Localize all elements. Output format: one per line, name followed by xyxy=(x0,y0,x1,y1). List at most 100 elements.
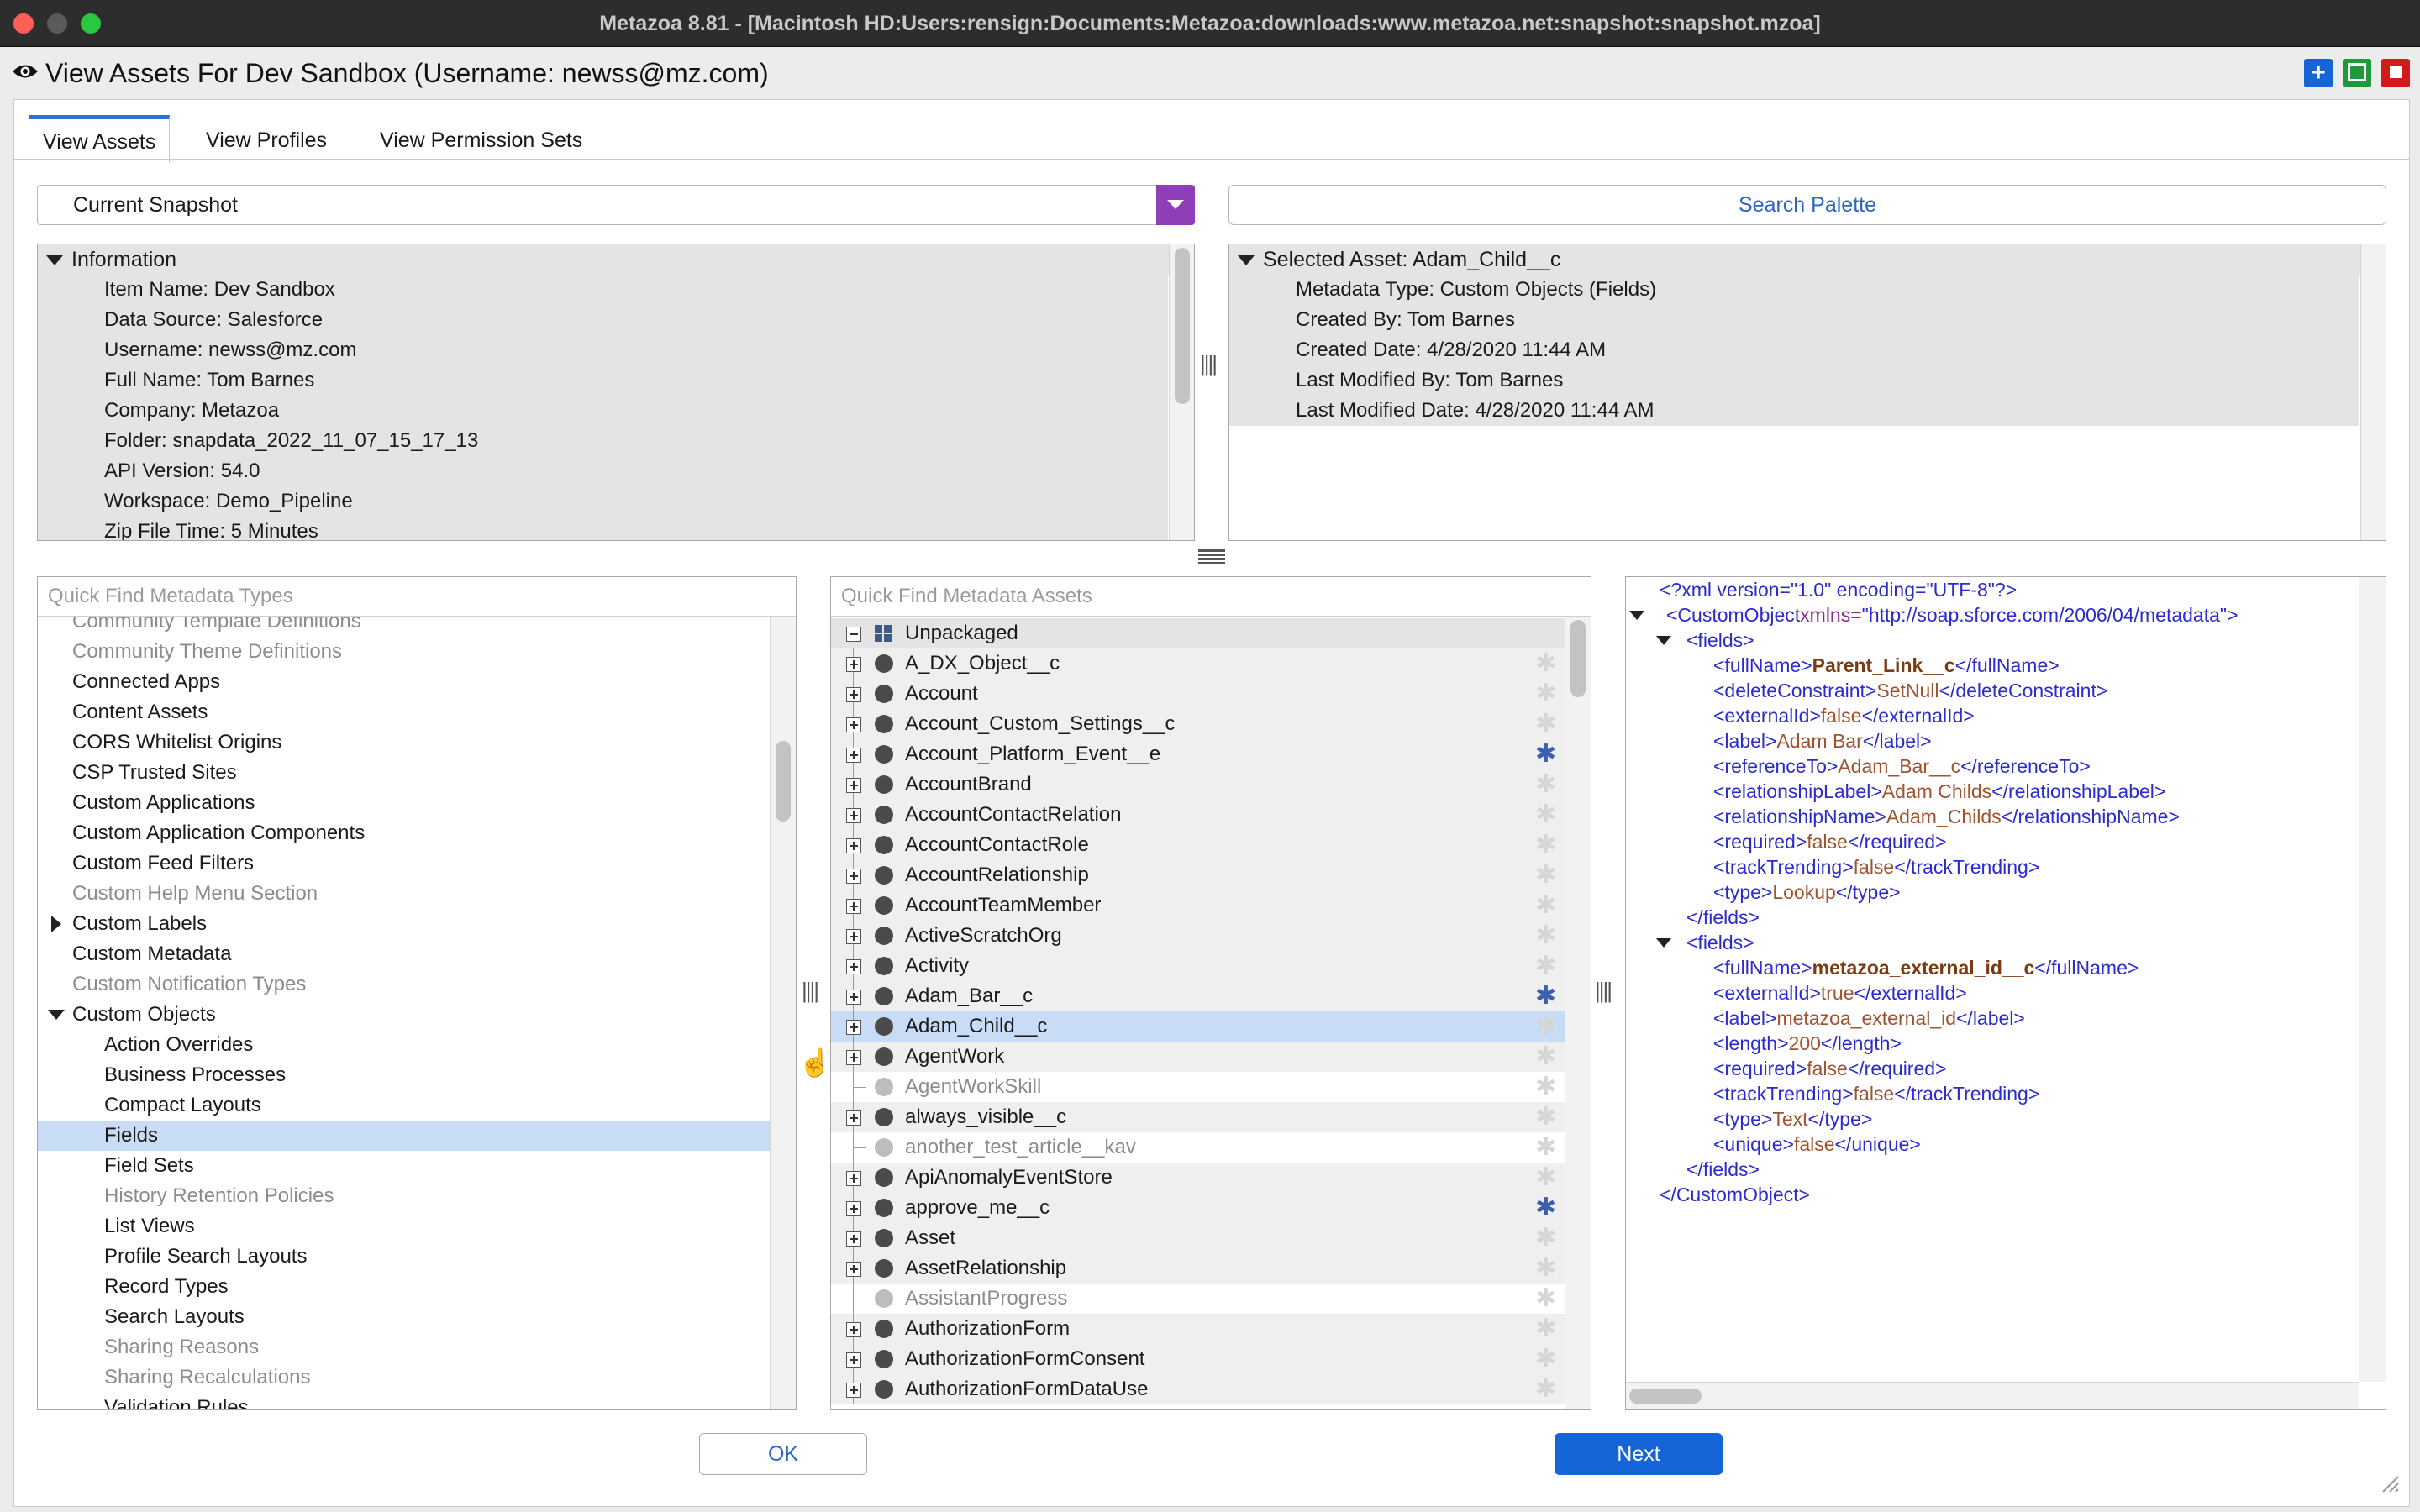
tree-item[interactable]: Account_Custom_Settings__c✱ xyxy=(831,709,1565,739)
disclosure-right-icon[interactable] xyxy=(51,916,61,932)
tree-item[interactable]: AccountRelationship✱ xyxy=(831,860,1565,890)
expand-icon[interactable] xyxy=(846,1050,861,1065)
tree-item[interactable]: AgentWork✱ xyxy=(831,1042,1565,1072)
star-outline-icon[interactable]: ✱ xyxy=(1535,1073,1557,1100)
tree-root-unpackaged[interactable]: Unpackaged xyxy=(831,618,1565,648)
metadata-type-item[interactable]: Connected Apps xyxy=(38,667,770,697)
disclosure-down-icon[interactable] xyxy=(1238,255,1255,266)
star-outline-icon[interactable]: ✱ xyxy=(1535,649,1557,677)
metadata-type-item[interactable]: List Views xyxy=(38,1211,770,1242)
star-outline-icon[interactable]: ✱ xyxy=(1535,1224,1557,1252)
tree-item[interactable]: AuthorizationForm✱ xyxy=(831,1314,1565,1344)
disclosure-down-icon[interactable] xyxy=(1656,938,1671,948)
metadata-type-item[interactable]: Custom Notification Types xyxy=(38,969,770,1000)
metadata-type-item[interactable]: Custom Help Menu Section xyxy=(38,879,770,909)
star-outline-icon[interactable]: ✱ xyxy=(1535,831,1557,858)
tab-view-profiles[interactable]: View Profiles xyxy=(206,129,328,152)
scroll-thumb[interactable] xyxy=(776,741,791,822)
expand-icon[interactable] xyxy=(846,990,861,1005)
disclosure-down-icon[interactable] xyxy=(46,255,63,266)
zoom-icon[interactable] xyxy=(81,13,101,34)
expand-icon[interactable] xyxy=(846,808,861,823)
expand-icon[interactable] xyxy=(846,687,861,702)
tree-item[interactable]: AuthorizationFormConsent✱ xyxy=(831,1344,1565,1374)
tree-item[interactable]: AgentWorkSkill✱ xyxy=(831,1072,1565,1102)
next-button[interactable]: Next xyxy=(1555,1433,1723,1475)
tree-item[interactable]: AccountContactRole✱ xyxy=(831,830,1565,860)
close-icon[interactable] xyxy=(13,13,34,34)
splitter-handle-icon[interactable]: |||| xyxy=(1595,978,1612,1003)
expand-icon[interactable] xyxy=(846,717,861,732)
chevron-down-icon[interactable] xyxy=(1156,185,1195,225)
disclosure-down-icon[interactable] xyxy=(1629,611,1644,620)
metadata-type-item[interactable]: Content Assets xyxy=(38,697,770,727)
tree-item[interactable]: ApiAnomalyEventStore✱ xyxy=(831,1163,1565,1193)
star-outline-icon[interactable]: ✱ xyxy=(1535,1315,1557,1342)
metadata-types-search-input[interactable]: Quick Find Metadata Types xyxy=(38,577,796,617)
tree-item[interactable]: another_test_article__kav✱ xyxy=(831,1132,1565,1163)
metadata-type-item[interactable]: Community Theme Definitions xyxy=(38,637,770,667)
collapse-icon[interactable] xyxy=(846,627,861,642)
scroll-thumb[interactable] xyxy=(1175,248,1190,404)
star-outline-icon[interactable]: ✱ xyxy=(1535,1254,1557,1282)
tab-view-assets[interactable]: View Assets xyxy=(29,115,171,163)
expand-icon[interactable] xyxy=(846,657,861,672)
add-icon[interactable]: + xyxy=(2304,59,2333,87)
metadata-type-item[interactable]: Search Layouts xyxy=(38,1302,770,1332)
metadata-type-item[interactable]: History Retention Policies xyxy=(38,1181,770,1211)
metadata-type-item[interactable]: Profile Search Layouts xyxy=(38,1242,770,1272)
star-icon[interactable]: ✱ xyxy=(1535,1194,1557,1221)
resize-grip-icon[interactable] xyxy=(2378,1472,2400,1494)
expand-icon[interactable] xyxy=(846,838,861,853)
disclosure-down-icon[interactable] xyxy=(1656,636,1671,645)
metadata-type-item[interactable]: CORS Whitelist Origins xyxy=(38,727,770,758)
splitter-handle-icon[interactable]: |||| xyxy=(802,978,819,1003)
metadata-type-item[interactable]: Custom Objects xyxy=(38,1000,770,1030)
tab-view-permission-sets[interactable]: View Permission Sets xyxy=(380,129,583,152)
expand-icon[interactable] xyxy=(846,778,861,793)
xml-horizontal-scrollbar[interactable] xyxy=(1626,1382,2359,1409)
expand-icon[interactable] xyxy=(846,1231,861,1247)
star-icon[interactable]: ✱ xyxy=(1535,740,1557,768)
metadata-assets-scrollbar[interactable] xyxy=(1565,617,1591,1409)
tree-item[interactable]: Activity✱ xyxy=(831,951,1565,981)
xml-vertical-scrollbar[interactable] xyxy=(2359,577,2386,1382)
metadata-type-item[interactable]: Business Processes xyxy=(38,1060,770,1090)
star-outline-icon[interactable]: ✱ xyxy=(1535,770,1557,798)
tree-item[interactable]: AssetRelationship✱ xyxy=(831,1253,1565,1284)
star-outline-icon[interactable]: ✱ xyxy=(1535,1042,1557,1070)
ok-button[interactable]: OK xyxy=(699,1433,867,1475)
selected-asset-header[interactable]: Selected Asset: Adam_Child__c xyxy=(1229,244,2368,275)
tree-item[interactable]: Asset✱ xyxy=(831,1223,1565,1253)
star-outline-icon[interactable]: ✱ xyxy=(1535,921,1557,949)
star-outline-icon[interactable]: ✱ xyxy=(1535,952,1557,979)
selected-asset-scrollbar[interactable] xyxy=(2360,244,2386,540)
metadata-type-item[interactable]: Compact Layouts xyxy=(38,1090,770,1121)
star-outline-icon[interactable]: ✱ xyxy=(1535,1345,1557,1373)
expand-icon[interactable] xyxy=(846,899,861,914)
star-outline-icon[interactable]: ✱ xyxy=(1535,891,1557,919)
star-outline-icon[interactable]: ✱ xyxy=(1535,1103,1557,1131)
expand-icon[interactable] xyxy=(846,1383,861,1398)
metadata-type-item[interactable]: Sharing Recalculations xyxy=(38,1362,770,1393)
star-outline-icon[interactable]: ✱ xyxy=(1535,710,1557,738)
star-outline-icon[interactable]: ✱ xyxy=(1535,680,1557,707)
metadata-type-item[interactable]: CSP Trusted Sites xyxy=(38,758,770,788)
information-header[interactable]: Information xyxy=(38,244,1176,275)
stop-icon[interactable] xyxy=(2381,59,2410,87)
scroll-thumb[interactable] xyxy=(1629,1389,1702,1404)
expand-icon[interactable] xyxy=(846,929,861,944)
metadata-type-item[interactable]: Action Overrides xyxy=(38,1030,770,1060)
metadata-type-item[interactable]: Custom Feed Filters xyxy=(38,848,770,879)
metadata-type-item[interactable]: Community Template Definitions xyxy=(38,617,770,637)
expand-icon[interactable] xyxy=(846,869,861,884)
search-palette-button[interactable]: Search Palette xyxy=(1228,185,2386,225)
star-icon[interactable]: ✱ xyxy=(1535,982,1557,1010)
metadata-type-item[interactable]: Custom Labels xyxy=(38,909,770,939)
restore-icon[interactable] xyxy=(2343,59,2371,87)
star-outline-icon[interactable]: ✱ xyxy=(1535,1133,1557,1161)
metadata-type-item[interactable]: Fields xyxy=(38,1121,770,1151)
star-outline-icon[interactable]: ✱ xyxy=(1535,1284,1557,1312)
star-outline-icon[interactable]: ✱ xyxy=(1535,801,1557,828)
expand-icon[interactable] xyxy=(846,1352,861,1368)
